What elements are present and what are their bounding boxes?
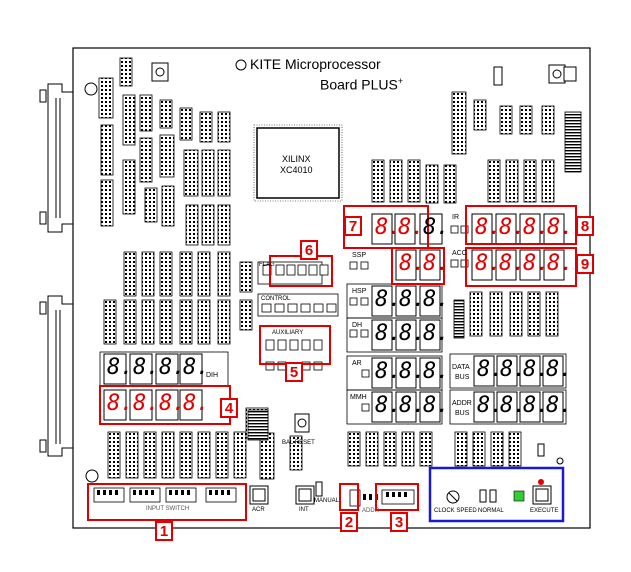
seven-seg-digit: 8. — [183, 391, 210, 416]
seven-seg-digit: 8. — [375, 321, 402, 346]
seven-seg-digit: 8. — [477, 393, 504, 418]
acc-label: ACC — [452, 250, 467, 257]
push-buttons — [249, 485, 315, 505]
register-led-pairs — [349, 225, 469, 412]
seven-seg-digit: 8. — [547, 251, 574, 276]
dih-label: DIH — [206, 372, 219, 379]
striped-headers — [247, 111, 582, 441]
callout-1: 1 — [155, 521, 173, 541]
seven-seg-digit: 8. — [423, 287, 450, 312]
seven-seg-digit: 8. — [499, 251, 526, 276]
callout-6: 6 — [300, 240, 318, 260]
seven-seg-digit: 8. — [107, 391, 134, 416]
control-panel-components — [446, 485, 552, 505]
seven-seg-digit: 8. — [475, 251, 502, 276]
data-bus-label-1: DATA — [452, 364, 470, 371]
manual-label: MANUAL — [314, 498, 340, 504]
seven-seg-digit: 8. — [399, 287, 426, 312]
acr-label: ACR — [252, 507, 265, 513]
ssp-label: SSP — [352, 252, 367, 259]
normal-label: NORMAL — [478, 508, 504, 514]
seven-seg-digit: 8. — [375, 359, 402, 384]
board-title-word: Board PLUS — [320, 76, 398, 93]
board-title-line1: KITE Microprocessor — [250, 56, 381, 72]
seven-seg-digit: 8. — [375, 287, 402, 312]
int-label: INT — [299, 507, 309, 513]
ready-led-green — [513, 490, 525, 502]
seven-seg-digit: 8. — [423, 359, 450, 384]
power-led-circle — [235, 59, 247, 71]
seven-seg-digit: 8. — [477, 357, 504, 382]
data-bus-label-2: BUS — [455, 374, 470, 381]
hsp-label: HSP — [352, 288, 367, 295]
misc-components — [84, 62, 577, 497]
dh-label: DH — [352, 322, 363, 329]
seven-seg-digit: 8. — [375, 393, 402, 418]
seven-seg-digit: 8. — [546, 357, 573, 382]
callout-8: 8 — [576, 216, 594, 236]
fpga-label-line2: XC4010 — [280, 165, 313, 175]
seven-seg-digit: 8. — [523, 357, 550, 382]
seven-seg-digit: 8. — [547, 215, 574, 240]
addr-bus-label-1: ADDR — [452, 400, 472, 407]
callout-2: 2 — [340, 512, 358, 532]
execute-label: EXECUTE — [530, 508, 559, 514]
control-panel-highlight — [428, 466, 565, 523]
seven-seg-digit: 8. — [399, 359, 426, 384]
seven-seg-digit: 8. — [159, 355, 186, 380]
callout-3: 3 — [390, 512, 408, 532]
auxiliary-leds — [265, 339, 323, 371]
seven-seg-digit: 8. — [133, 355, 160, 380]
seven-seg-digit: 8. — [523, 393, 550, 418]
seven-seg-digit: 8. — [133, 391, 160, 416]
callout-5: 5 — [285, 362, 303, 382]
callout-9: 9 — [576, 254, 594, 274]
seven-seg-digit: 8. — [423, 251, 450, 276]
addr-switch-label: ADDR — [362, 508, 380, 514]
addr-bus-label-2: BUS — [455, 410, 470, 417]
ic-chips-right — [259, 91, 559, 480]
control-label: CONTROL — [261, 296, 291, 302]
board-title-line2: Board PLUS+ — [320, 77, 403, 92]
board-title-sup: + — [397, 76, 404, 86]
auxiliary-label: AUXILIARY — [272, 330, 304, 336]
callout-7: 7 — [344, 216, 362, 236]
seven-seg-digit: 8. — [500, 393, 527, 418]
fpga-label-line1: XILINX — [282, 154, 311, 164]
input-switch-label: INPUT SWITCH — [146, 506, 190, 512]
seven-seg-digit: 8. — [523, 215, 550, 240]
bal-reset-label: BAL RESET — [282, 440, 315, 446]
seven-seg-digit: 8. — [423, 321, 450, 346]
fpga-chip — [256, 127, 340, 199]
seven-seg-digit: 8. — [399, 321, 426, 346]
clock-speed-label: CLOCK SPEED — [434, 508, 477, 514]
flag-label: FLAG — [259, 262, 275, 268]
flag-leds — [257, 261, 329, 285]
seven-seg-digit: 8. — [475, 215, 502, 240]
callout-4: 4 — [220, 398, 238, 418]
seven-seg-digit: 8. — [398, 215, 425, 240]
seven-seg-digit: 8. — [399, 251, 426, 276]
seven-seg-bezels — [103, 213, 565, 423]
input-switch-teeth — [97, 490, 407, 500]
execute-indicator — [538, 479, 544, 485]
ar-label: AR — [352, 360, 362, 367]
seven-seg-digit: 8. — [399, 393, 426, 418]
control-leds — [257, 293, 339, 317]
seven-seg-digit: 8. — [107, 355, 134, 380]
seven-seg-digit: 8. — [423, 215, 450, 240]
seven-seg-digit: 8. — [183, 355, 210, 380]
seven-seg-digit: 8. — [499, 215, 526, 240]
ir-label: IR — [452, 214, 459, 221]
mmh-label: MMH — [350, 394, 367, 401]
seven-seg-digit: 8. — [500, 357, 527, 382]
seven-seg-digit: 8. — [159, 391, 186, 416]
left-edge-connector-bottom — [39, 295, 73, 457]
seven-seg-digit: 8. — [423, 393, 450, 418]
seven-seg-digit: 8. — [546, 393, 573, 418]
left-edge-connector-top — [39, 83, 73, 233]
seven-seg-digit: 8. — [375, 215, 402, 240]
seven-seg-digit: 8. — [523, 251, 550, 276]
